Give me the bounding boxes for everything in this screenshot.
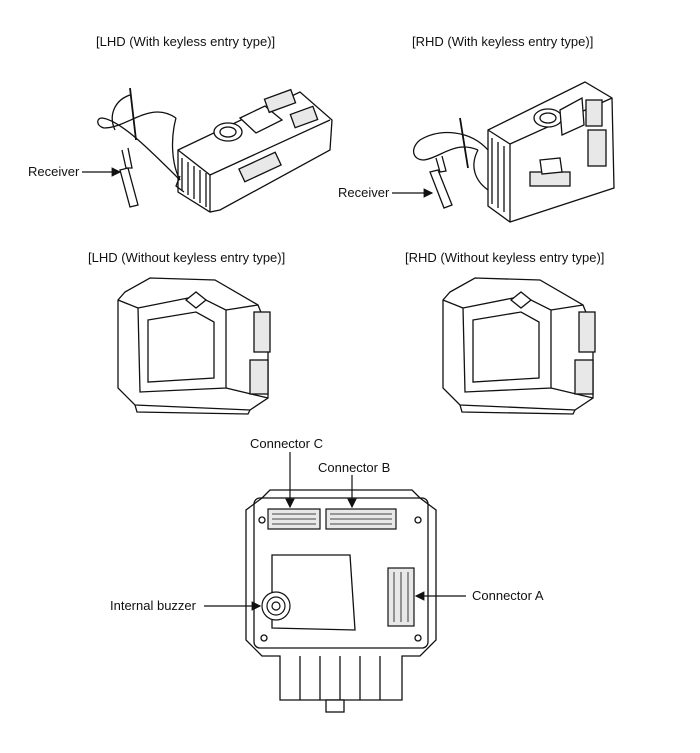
label-connector-c: Connector C: [250, 436, 323, 451]
title-rhd-no-keyless: [RHD (Without keyless entry type)]: [405, 250, 605, 265]
title-lhd-keyless: [LHD (With keyless entry type)]: [96, 34, 276, 49]
buzzer-drawing: [261, 591, 291, 621]
title-rhd-keyless: [RHD (With keyless entry type)]: [412, 34, 594, 49]
unit-front-view: [245, 489, 437, 713]
label-connector-a: Connector A: [472, 588, 544, 603]
rhd-receiver: [413, 117, 489, 209]
connector-a-drawing: [387, 567, 415, 627]
label-receiver-rhd: Receiver: [338, 185, 390, 200]
title-lhd-no-keyless: [LHD (Without keyless entry type)]: [88, 250, 286, 265]
callout-arrows: [82, 167, 466, 611]
lhd-keyless-module: [175, 88, 333, 213]
rhd-keyless-module: [487, 81, 615, 223]
label-internal-buzzer: Internal buzzer: [110, 598, 196, 613]
rhd-no-keyless-module: [442, 277, 596, 415]
label-connector-b: Connector B: [318, 460, 391, 475]
label-receiver-lhd: Receiver: [28, 164, 80, 179]
connector-b-drawing: [325, 508, 397, 530]
connector-c-drawing: [267, 508, 321, 530]
lhd-receiver: [97, 87, 181, 208]
lhd-no-keyless-module: [117, 277, 271, 415]
